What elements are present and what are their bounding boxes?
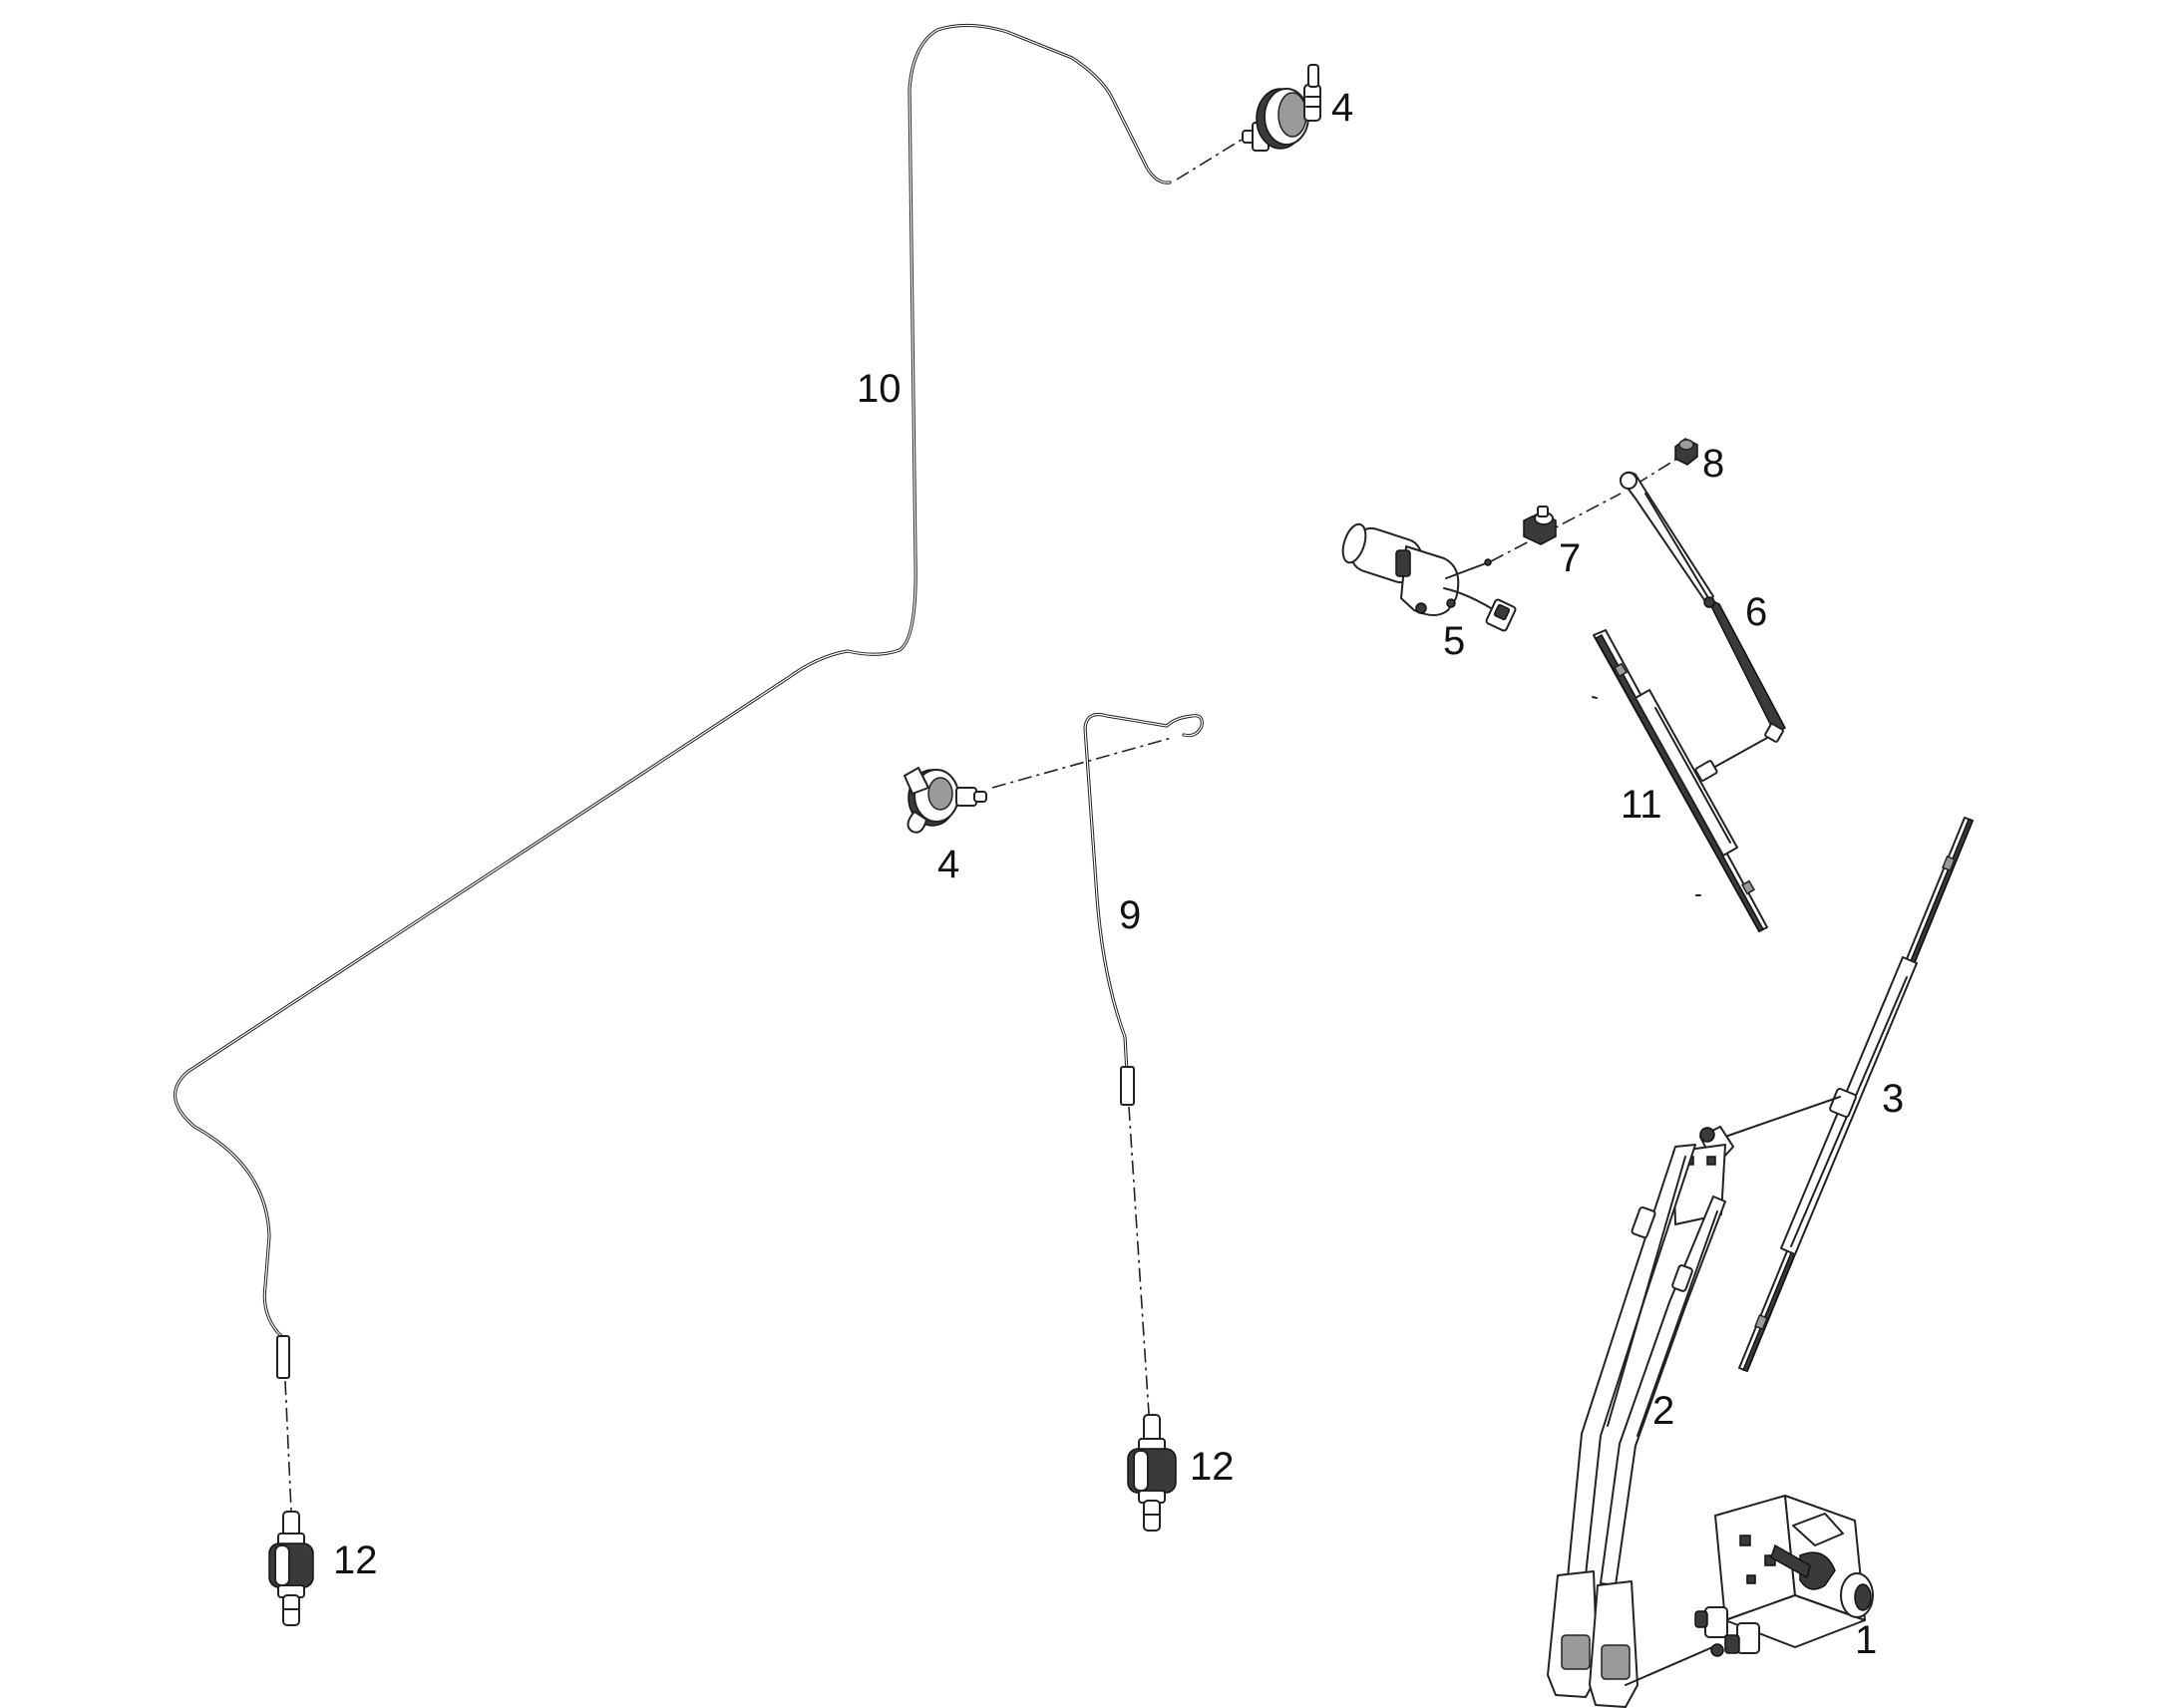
callout-9: 9 — [1119, 893, 1141, 937]
wiper-blade-small — [1593, 629, 1768, 932]
leader-nozzle-mid-to-hose — [991, 737, 1173, 789]
washer-hose-long — [173, 23, 1172, 1379]
leader-arm-to-nut8 — [1635, 456, 1681, 486]
callout-11: 11 — [1621, 783, 1662, 827]
wiper-motor-large — [1694, 1495, 1874, 1657]
leader-arm-to-blade — [1712, 737, 1768, 769]
callout-2: 2 — [1652, 1389, 1674, 1433]
callout-7: 7 — [1559, 536, 1581, 580]
callout-1: 1 — [1855, 1618, 1877, 1662]
callout-8: 8 — [1702, 442, 1724, 486]
callout-10: 10 — [857, 367, 902, 411]
callout-6: 6 — [1745, 590, 1767, 634]
washer-nozzle-mid — [904, 767, 987, 834]
leader-arm-to-motor-shaft — [1625, 1644, 1718, 1686]
cap-nut-8 — [1674, 438, 1698, 466]
wiper-motor-small — [1341, 522, 1517, 632]
callout-12-mid: 12 — [1190, 1445, 1235, 1489]
wiper-blade-large — [1738, 817, 1975, 1372]
callout-4-top: 4 — [1331, 86, 1353, 130]
leader-hose-long-to-connector — [284, 1380, 292, 1512]
washer-hose-short — [1083, 712, 1204, 1106]
wiper-arm-small — [1620, 471, 1786, 743]
wiper-arm-pantograph — [1547, 1126, 1734, 1708]
leader-hose-short-to-connector — [1128, 1106, 1150, 1415]
callout-3: 3 — [1882, 1077, 1904, 1121]
stray-mark-1 — [1592, 696, 1598, 699]
hose-connector-mid — [1127, 1414, 1177, 1532]
leader-hose-to-nozzle-top — [1176, 139, 1243, 180]
callout-5: 5 — [1443, 619, 1465, 663]
washer-nozzle-top — [1242, 64, 1321, 152]
nut-7 — [1523, 506, 1557, 545]
leader-blade-to-arm — [1724, 1096, 1841, 1138]
hose-connector-left — [268, 1511, 314, 1626]
callout-4-mid: 4 — [937, 843, 959, 886]
callout-12-left: 12 — [333, 1538, 378, 1582]
